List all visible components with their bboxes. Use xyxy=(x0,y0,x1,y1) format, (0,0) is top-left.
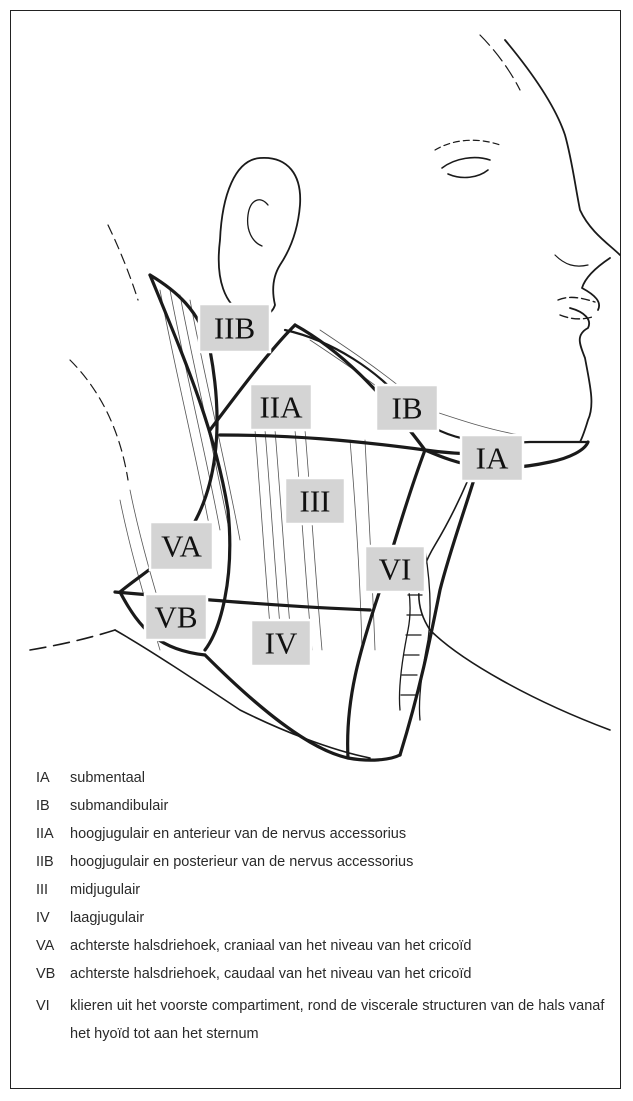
legend-code: VB xyxy=(36,964,70,984)
zone-label-ia: IA xyxy=(461,435,523,481)
face-profile xyxy=(505,40,620,442)
legend-description: hoogjugulair en anterieur van de nervus … xyxy=(70,824,606,844)
zone-code-iia: IIA xyxy=(259,390,303,425)
ear xyxy=(219,158,300,317)
legend-code: IB xyxy=(36,796,70,816)
legend-item-iv: IV laagjugulair xyxy=(36,908,606,928)
zone-label-vb: VB xyxy=(145,594,207,640)
legend-item-vb: VB achterste halsdriehoek, caudaal van h… xyxy=(36,964,606,984)
legend-code: VI xyxy=(36,992,70,1020)
zone-code-vb: VB xyxy=(154,600,197,635)
zone-code-iv: IV xyxy=(265,626,298,661)
legend-item-iia: IIA hoogjugulair en anterieur van de ner… xyxy=(36,824,606,844)
eyebrow xyxy=(435,140,500,150)
legend: IA submentaal IB submandibulair IIA hoog… xyxy=(36,768,606,1048)
level-boundaries xyxy=(115,275,588,760)
zone-label-iia: IIA xyxy=(250,384,312,430)
zone-label-iv: IV xyxy=(251,620,311,666)
legend-description: laagjugulair xyxy=(70,908,606,928)
zone-label-iib: IIB xyxy=(199,304,270,352)
zone-label-va: VA xyxy=(150,522,213,570)
legend-description: achterste halsdriehoek, caudaal van het … xyxy=(70,964,606,984)
legend-item-ia: IA submentaal xyxy=(36,768,606,788)
zone-label-iii: III xyxy=(285,478,345,524)
legend-item-vi: VI klieren uit het voorste compartiment,… xyxy=(36,992,606,1048)
legend-description: klieren uit het voorste compartiment, ro… xyxy=(70,992,606,1048)
throat-outline xyxy=(419,450,610,730)
clavicle xyxy=(115,630,370,758)
legend-description: midjugulair xyxy=(70,880,606,900)
nose-detail xyxy=(555,255,588,266)
legend-description: submentaal xyxy=(70,768,606,788)
legend-item-ib: IB submandibulair xyxy=(36,796,606,816)
zone-code-iib: IIB xyxy=(214,311,255,346)
zone-label-vi: VI xyxy=(365,546,425,592)
zone-label-ib: IB xyxy=(376,385,438,431)
lips xyxy=(558,297,595,319)
zone-code-iii: III xyxy=(300,484,331,519)
legend-description: achterste halsdriehoek, craniaal van het… xyxy=(70,936,606,956)
eye xyxy=(442,158,490,178)
neck-back xyxy=(70,225,138,480)
legend-item-iib: IIB hoogjugulair en posterieur van de ne… xyxy=(36,852,606,872)
legend-description: hoogjugulair en posterieur van de nervus… xyxy=(70,852,606,872)
zone-code-vi: VI xyxy=(379,552,412,587)
zone-code-ib: IB xyxy=(392,391,423,426)
shoulder-outline xyxy=(30,630,115,650)
legend-code: IV xyxy=(36,908,70,928)
zone-code-va: VA xyxy=(161,529,202,564)
zone-code-ia: IA xyxy=(476,441,509,476)
neck-anatomy-illustration: IIB IIA IB IA III VA VI VB IV xyxy=(10,10,621,770)
head-outline xyxy=(480,35,520,90)
legend-code: VA xyxy=(36,936,70,956)
legend-item-iii: III midjugulair xyxy=(36,880,606,900)
legend-code: IIB xyxy=(36,852,70,872)
legend-item-va: VA achterste halsdriehoek, craniaal van … xyxy=(36,936,606,956)
legend-description: submandibulair xyxy=(70,796,606,816)
ear-inner xyxy=(248,200,268,246)
legend-code: IA xyxy=(36,768,70,788)
legend-code: III xyxy=(36,880,70,900)
legend-code: IIA xyxy=(36,824,70,844)
